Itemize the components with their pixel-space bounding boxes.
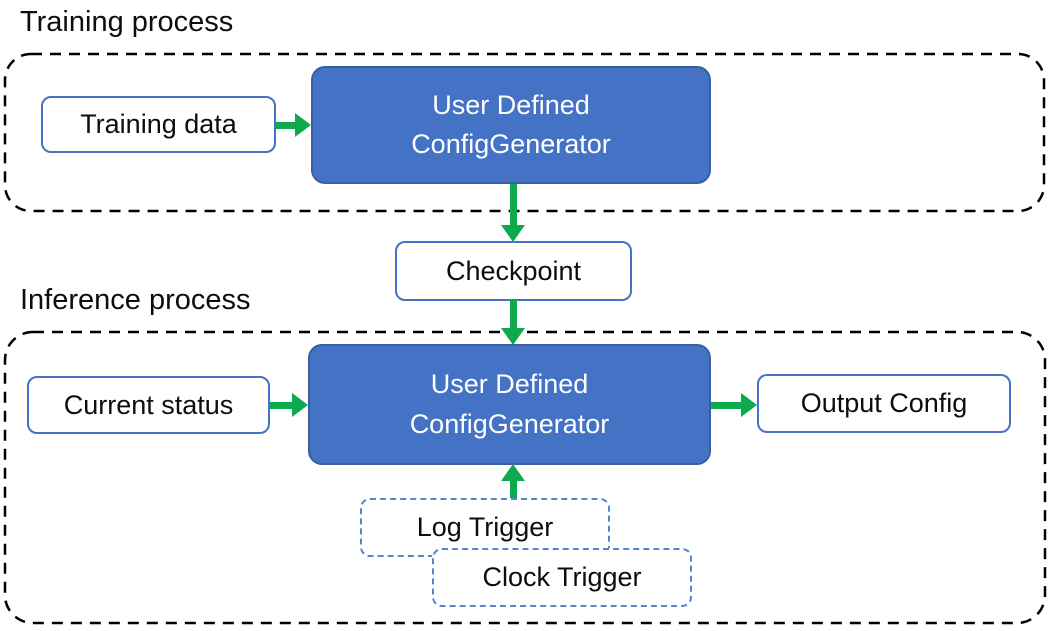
arrow-stem [509, 184, 517, 226]
training-generator-box: User Defined ConfigGenerator [311, 66, 711, 184]
arrow-stem [270, 401, 293, 409]
checkpoint-box: Checkpoint [395, 241, 632, 301]
arrow-training-data-to-generator [276, 113, 311, 137]
arrow-head-icon [501, 328, 525, 345]
clock-trigger-box: Clock Trigger [432, 548, 692, 607]
training-data-box: Training data [41, 96, 276, 153]
training-process-label: Training process [20, 6, 234, 38]
clock-trigger-label: Clock Trigger [482, 562, 642, 592]
arrow-stem [509, 480, 517, 498]
training-generator-line2: ConfigGenerator [411, 129, 611, 159]
arrow-current-status-to-generator [270, 393, 308, 417]
inference-generator-line2: ConfigGenerator [409, 408, 610, 439]
current-status-box: Current status [27, 376, 270, 434]
training-generator-line1: User Defined [432, 89, 590, 120]
arrow-head-icon [292, 393, 308, 417]
inference-generator-box: User Defined ConfigGenerator [308, 344, 711, 465]
arrow-triggers-to-generator [501, 464, 525, 498]
checkpoint-label: Checkpoint [445, 255, 582, 286]
output-config-box: Output Config [757, 374, 1011, 433]
arrow-stem [276, 121, 296, 129]
arrow-stem [509, 300, 517, 329]
arrow-head-icon [741, 393, 757, 417]
arrow-generator-to-checkpoint [501, 184, 525, 242]
log-trigger-label: Log Trigger [416, 512, 554, 542]
current-status-label: Current status [63, 389, 234, 420]
arrow-checkpoint-to-generator [501, 300, 525, 345]
output-config-label: Output Config [800, 388, 968, 418]
arrow-stem [711, 401, 742, 409]
training-data-label: Training data [80, 109, 237, 139]
inference-container-outline [3, 330, 1047, 625]
inference-generator-line1: User Defined [430, 369, 589, 400]
arrow-head-icon [501, 464, 525, 481]
arrow-generator-to-output [711, 393, 757, 417]
arrow-head-icon [501, 225, 525, 242]
inference-process-label: Inference process [20, 284, 251, 316]
arrow-head-icon [295, 113, 311, 137]
